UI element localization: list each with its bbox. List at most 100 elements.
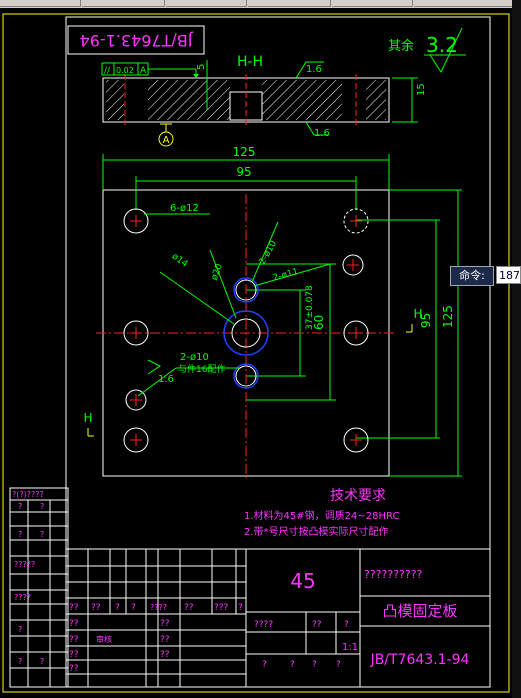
hole-10[interactable]	[233, 277, 259, 303]
roughness-rest-value: 3.2	[426, 33, 458, 57]
roughness-symbol-icon	[424, 27, 466, 74]
section-hatch	[366, 80, 386, 120]
title-cell: ??	[160, 619, 170, 629]
left-col-cell: ????	[14, 593, 31, 602]
company-placeholder: ??????????	[364, 568, 423, 581]
menu-bar-strip	[0, 0, 521, 8]
title-cell: ?	[131, 603, 136, 613]
part-name: 凸模固定板	[382, 602, 457, 620]
left-col-cell: ?	[18, 625, 22, 634]
title-cell: ?	[336, 660, 341, 670]
tolerance-value: 0.02	[116, 66, 134, 75]
command-input[interactable]: 187	[496, 266, 521, 284]
section-hatch	[262, 80, 342, 120]
drawing-number: JB/T7643.1-94	[370, 652, 470, 668]
menu-segment[interactable]	[82, 0, 165, 7]
hole-2x10-bottom-label: 2-ø10	[180, 352, 209, 363]
section-mark-right: H	[413, 307, 422, 321]
title-cell: ????	[150, 603, 167, 612]
hole-12[interactable]	[343, 208, 369, 234]
title-cell: ??	[69, 664, 79, 674]
title-cell: ??	[69, 650, 79, 660]
material: 45	[290, 569, 315, 593]
roughness-2: 1.6	[314, 128, 330, 139]
title-block-frame	[65, 548, 491, 688]
tech-req-title: 技术要求	[330, 488, 386, 504]
title-cell: ??	[69, 619, 79, 629]
menu-segment[interactable]	[332, 0, 413, 7]
dim-5: 5	[196, 64, 207, 70]
title-cell: ??	[312, 620, 322, 630]
datum-label: A	[163, 135, 170, 146]
hole-12[interactable]	[343, 320, 369, 346]
left-col-cell: ?	[40, 502, 44, 511]
cad-drawing-canvas[interactable]: JB/T7643.1-94 其余 3.2 H-H // 0.02 A 5 15 …	[0, 8, 512, 698]
menu-segment[interactable]	[248, 0, 331, 7]
title-cell: ???	[214, 603, 229, 613]
hole-10[interactable]	[233, 363, 259, 389]
tech-req-line2: 2.带*号尺寸按凸模实际尺寸配作	[244, 525, 389, 538]
left-col-cell: ?	[40, 530, 44, 539]
tech-req-line1: 1.材料为45#钢，调质24~28HRC	[244, 509, 399, 522]
dim-95-top: 95	[236, 165, 251, 179]
title-cell: ?	[238, 603, 243, 613]
title-cell: ??	[69, 603, 79, 613]
roughness-icon	[305, 121, 328, 136]
roughness-3: 1.6	[158, 374, 174, 385]
title-cell: ?	[262, 660, 267, 670]
hole-10[interactable]	[125, 389, 147, 411]
dim-37: 37±0.078	[305, 285, 315, 330]
section-label: H-H	[237, 54, 263, 70]
dim-125-side: 125	[441, 305, 455, 328]
command-label: 命令:	[450, 266, 494, 286]
vertical-scrollbar[interactable]	[512, 0, 521, 698]
dim-95-side: 95	[419, 313, 433, 328]
left-col-header: ?(?)????	[12, 490, 44, 499]
menu-segment[interactable]	[414, 0, 515, 7]
left-col-cell: ?	[40, 657, 44, 666]
title-cell: ??	[184, 603, 194, 613]
hole-2x10-top-label: 2-ø10	[258, 239, 280, 267]
roughness-rest-label: 其余	[388, 38, 414, 54]
sheet-outer-frame	[2, 13, 510, 693]
title-cell: ??	[69, 635, 79, 645]
title-cell: ?	[290, 660, 295, 670]
datum-circle	[158, 131, 174, 147]
menu-segment[interactable]	[0, 0, 81, 7]
title-cell: ??	[91, 603, 101, 613]
left-col-cell: ?	[18, 502, 22, 511]
hole-2x10-note: 与件16配作	[178, 363, 225, 375]
title-cell: ?	[312, 660, 317, 670]
section-hatch	[106, 80, 124, 120]
hole-20-label: ø20	[210, 262, 225, 282]
hole-11[interactable]	[342, 254, 364, 276]
left-table-frame	[9, 487, 69, 688]
hole-12[interactable]	[123, 427, 149, 453]
hole-center[interactable]	[223, 310, 269, 356]
left-col-cell: ?????	[14, 560, 35, 569]
tolerance-symbol: //	[104, 66, 111, 76]
hole-6x12-label: 6-ø12	[170, 203, 199, 214]
dim-125-top: 125	[233, 145, 256, 159]
menu-segment[interactable]	[166, 0, 247, 7]
title-cell: ??	[160, 650, 170, 660]
title-cell: ????	[254, 620, 273, 630]
roughness-icon	[147, 359, 161, 375]
section-mark-left: H	[83, 411, 92, 425]
drawing-number-box	[67, 25, 205, 55]
left-col-cell: ?	[18, 657, 22, 666]
roughness-icon	[295, 61, 324, 79]
hole-14-label: ø14	[170, 252, 190, 270]
hole-12[interactable]	[123, 320, 149, 346]
dim-15: 15	[416, 83, 427, 96]
tolerance-datum: A	[140, 66, 147, 76]
hole-2x11-label: 2-ø11	[272, 267, 300, 284]
hole-12[interactable]	[123, 208, 149, 234]
section-hatch	[148, 80, 230, 120]
hole-12[interactable]	[343, 427, 369, 453]
drawing-number-mirrored: JB/T7643.1-94	[80, 31, 194, 50]
title-cell: ?	[115, 603, 120, 613]
title-cell: ?	[344, 620, 349, 630]
roughness-1: 1.6	[306, 64, 322, 75]
command-line[interactable]: 命令: 187	[450, 266, 521, 286]
